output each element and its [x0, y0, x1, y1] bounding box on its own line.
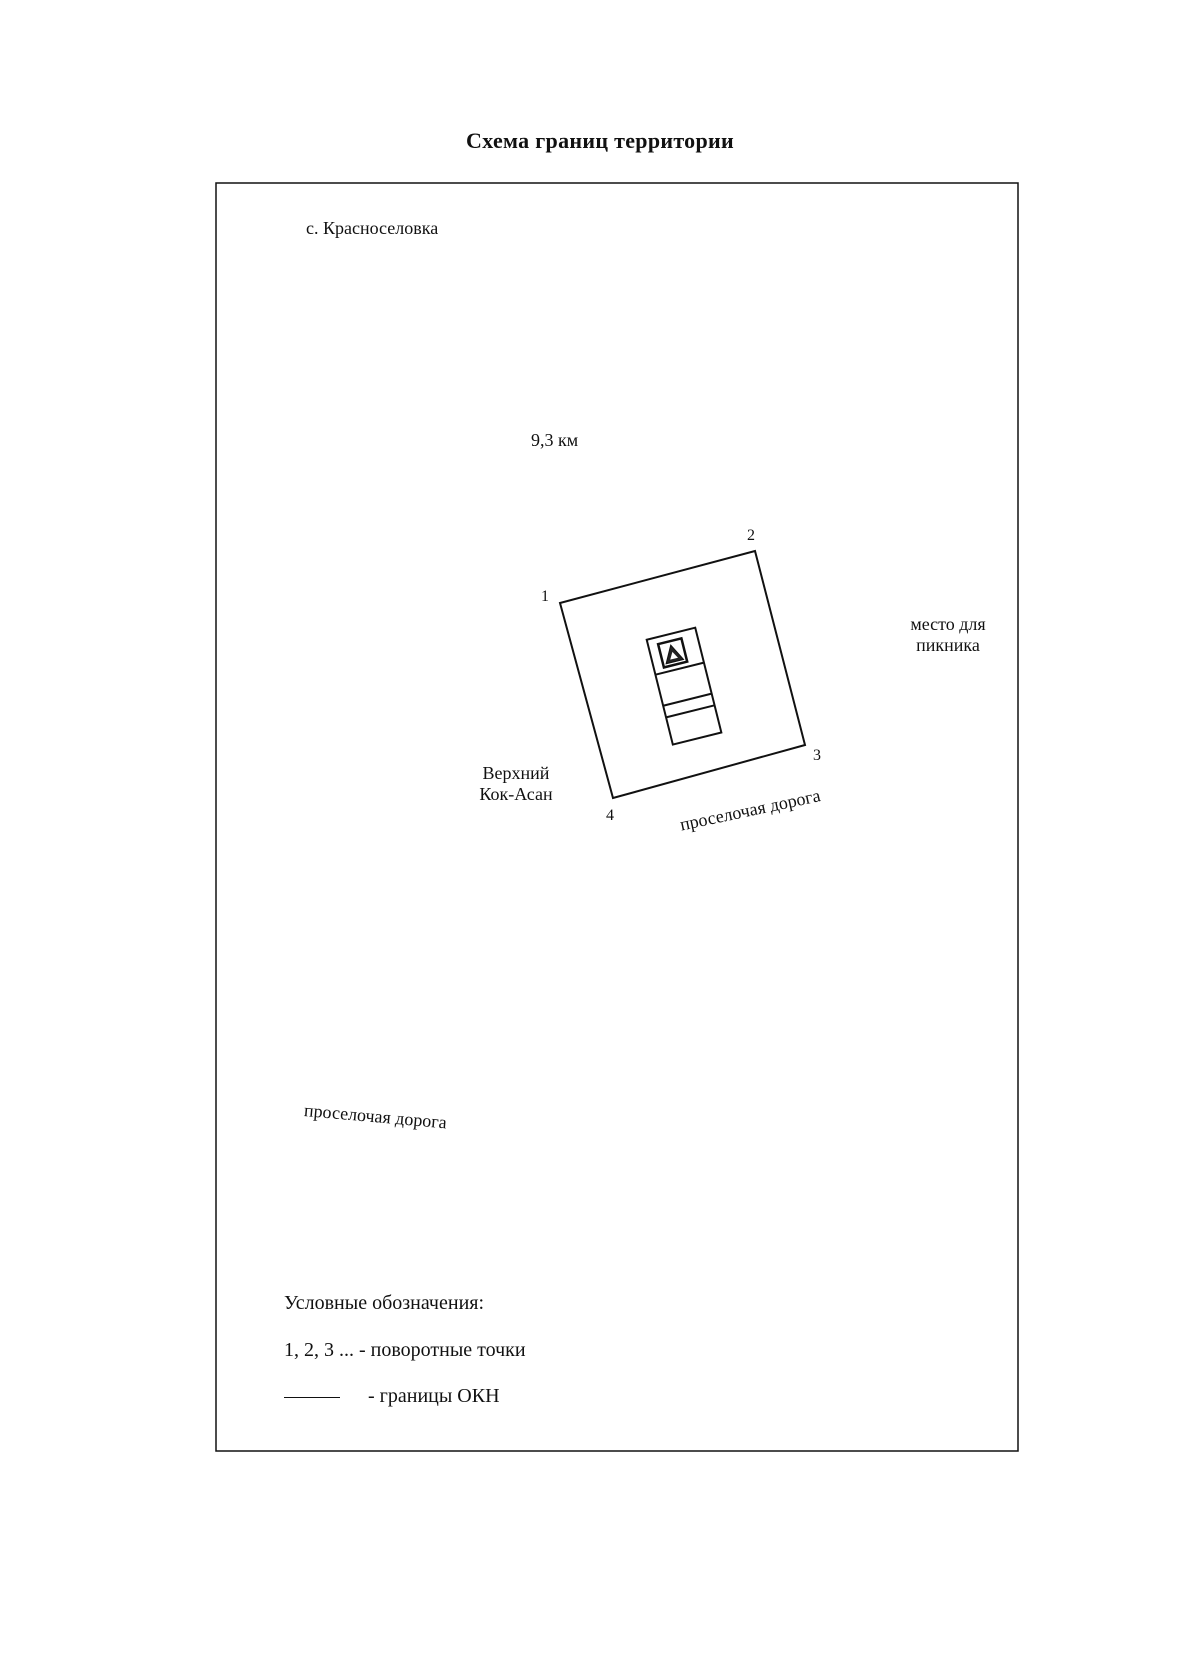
village-label: Верхний Кок-Асан — [474, 763, 558, 804]
triangle-in-square-icon — [656, 636, 689, 669]
legend-boundary: - границы ОКН — [284, 1385, 500, 1408]
turning-point-3: 3 — [813, 747, 821, 764]
turning-point-4: 4 — [606, 807, 614, 824]
boundary-line-sample — [284, 1396, 340, 1398]
turning-point-2: 2 — [747, 527, 755, 544]
turning-point-1: 1 — [541, 588, 549, 605]
legend-points: 1, 2, 3 ... - поворотные точки — [284, 1339, 526, 1361]
village-label-line1: Верхний — [482, 763, 550, 783]
picnic-label-line1: место для — [910, 614, 986, 634]
picnic-place-label: место для пикника — [904, 614, 992, 655]
settlement-label: с. Красноселовка — [306, 218, 439, 238]
village-label-line2: Кок-Асан — [479, 783, 553, 804]
legend-title: Условные обозначения: — [284, 1292, 485, 1314]
territory-boundary — [558, 549, 807, 800]
map-title: Схема границ территории — [466, 128, 734, 153]
monument-object — [645, 626, 723, 746]
legend-boundary-text: - границы ОКН — [368, 1385, 500, 1407]
picnic-label-line2: пикника — [916, 634, 980, 655]
distance-label: 9,3 км — [531, 430, 579, 450]
map-frame — [215, 182, 1019, 1452]
